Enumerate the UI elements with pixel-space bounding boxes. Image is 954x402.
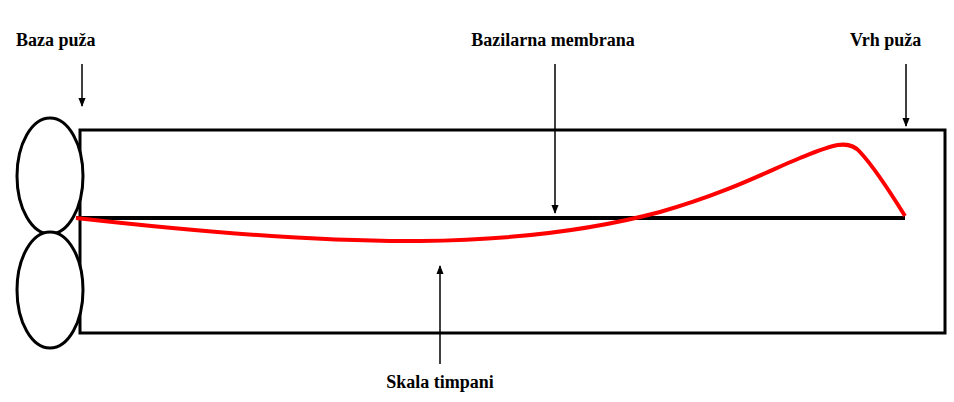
leader-arrow — [554, 64, 556, 213]
part-label: Baza puža — [16, 30, 96, 51]
travelling-wave — [76, 145, 905, 241]
round-window — [17, 232, 83, 348]
part-label: Skala timpani — [386, 372, 494, 393]
leader-arrow — [439, 266, 441, 364]
oval-window — [17, 118, 83, 234]
leader-arrow — [905, 64, 907, 126]
part-label: Bazilarna membrana — [471, 30, 635, 51]
part-label: Vrh puža — [850, 30, 921, 51]
basilar-membrane-line — [76, 216, 905, 220]
leader-arrow — [81, 64, 83, 106]
